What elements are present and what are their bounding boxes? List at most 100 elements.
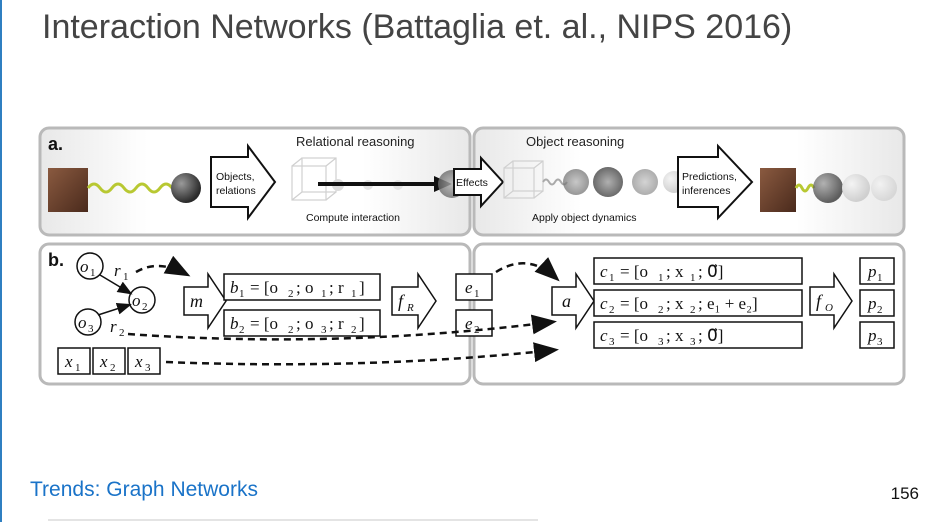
external-x3: x 3 [127, 347, 161, 375]
effects-label: Effects [456, 177, 488, 189]
interaction-network-figure: a. Objects, relations Relational reasoni… [38, 124, 908, 392]
svg-text:r: r [114, 261, 121, 280]
dashed-arrow-externals-to-a [165, 342, 559, 366]
noise-ball-icon-4 [632, 169, 658, 195]
svg-text:x: x [64, 352, 73, 371]
svg-text:p: p [867, 262, 877, 281]
m-arrow [183, 271, 227, 331]
svg-text:o: o [132, 291, 141, 310]
svg-text:2: 2 [239, 324, 245, 336]
svg-text:2: 2 [351, 324, 357, 336]
svg-text:; x: ; x [666, 262, 684, 281]
svg-text:3: 3 [877, 336, 883, 348]
slide-title: Interaction Networks (Battaglia et. al.,… [42, 8, 793, 46]
svg-text:2: 2 [658, 304, 664, 316]
relation-r1-label: r 1 [114, 261, 129, 283]
node-o3: o 3 [74, 308, 102, 336]
prediction-p3: p 3 [859, 321, 895, 349]
relation-r2-label: r 2 [110, 317, 125, 339]
m-label: m [190, 291, 203, 311]
slide-left-edge [0, 0, 2, 522]
c2-row: c 2 = [o 2 ; x 2 ; e₁ + e₂] [593, 289, 803, 317]
svg-text:= [o: = [o [620, 262, 648, 281]
effects-arrow [453, 155, 505, 209]
external-x1: x 1 [57, 347, 91, 375]
panel-b-label: b. [48, 250, 64, 270]
svg-text:3: 3 [658, 336, 664, 348]
svg-text:; x: ; x [666, 326, 684, 345]
svg-text:= [o: = [o [620, 294, 648, 313]
objects-relations-arrow [210, 143, 277, 221]
svg-text:2: 2 [609, 304, 615, 316]
external-x2: x 2 [92, 347, 126, 375]
noise-ball-icon-3 [593, 167, 623, 197]
svg-text:; r: ; r [329, 314, 344, 333]
faint-ball-icon-3 [842, 174, 870, 202]
svg-text:1: 1 [239, 288, 245, 300]
cube-icon [48, 168, 88, 212]
effect-e2: e 2 [455, 309, 493, 337]
svg-text:; 0⃗]: ; 0⃗] [698, 326, 723, 345]
relations-label: relations [216, 185, 256, 197]
svg-text:o: o [80, 257, 89, 276]
fO-label: f [816, 291, 824, 311]
svg-text:1: 1 [321, 288, 327, 300]
fR-arrow [391, 271, 437, 331]
object-reasoning-title: Object reasoning [526, 134, 624, 149]
fR-label: f [398, 291, 406, 311]
b2-row: b 2 = [o 2 ; o 3 ; r 2 ] [223, 309, 381, 337]
predictions-label: Predictions, [682, 171, 737, 183]
svg-text:1: 1 [351, 288, 357, 300]
objects-label: Objects, [216, 171, 255, 183]
node-o2: o 2 [128, 286, 156, 314]
faint-cube-icon-2 [503, 160, 544, 199]
inferences-label: inferences [682, 185, 730, 197]
spring-icon-2 [794, 183, 816, 193]
noise-ball-icon-2 [563, 169, 589, 195]
c1-row: c 1 = [o 1 ; x 1 ; 0⃗] [593, 257, 803, 285]
node-o1: o 1 [76, 252, 104, 280]
svg-text:e: e [465, 278, 473, 297]
svg-text:1: 1 [123, 271, 129, 283]
svg-text:1: 1 [474, 288, 480, 300]
svg-text:; e₁ + e₂]: ; e₁ + e₂] [698, 294, 758, 313]
cube-icon-2 [760, 168, 796, 212]
dashed-arrow-effects-to-a [495, 257, 560, 282]
svg-text:p: p [867, 294, 877, 313]
a-arrow [551, 271, 595, 331]
svg-text:1: 1 [690, 272, 696, 284]
svg-text:; o: ; o [296, 278, 313, 297]
svg-text:; 0⃗]: ; 0⃗] [698, 262, 723, 281]
edge-r1 [99, 274, 133, 295]
svg-text:; x: ; x [666, 294, 684, 313]
svg-text:b: b [230, 314, 239, 333]
fR-subscript: R [406, 302, 414, 314]
prediction-p2: p 2 [859, 289, 895, 317]
faint-ball-icon-4 [871, 175, 897, 201]
svg-text:x: x [99, 352, 108, 371]
dashed-arrow-objects-to-a [127, 314, 557, 341]
ball-icon [171, 173, 201, 203]
svg-text:1: 1 [658, 272, 664, 284]
svg-text:c: c [600, 262, 608, 281]
relational-reasoning-title: Relational reasoning [296, 134, 415, 149]
svg-text:= [o: = [o [250, 278, 278, 297]
svg-text:2: 2 [119, 327, 125, 339]
effect-e1: e 1 [455, 273, 493, 301]
svg-text:e: e [465, 314, 473, 333]
svg-text:c: c [600, 326, 608, 345]
footer-topic-link[interactable]: Trends: Graph Networks [30, 478, 258, 501]
page-number: 156 [890, 484, 919, 503]
fO-subscript: O [825, 302, 833, 314]
svg-text:2: 2 [142, 301, 148, 313]
a-label: a [562, 291, 571, 311]
svg-text:c: c [600, 294, 608, 313]
svg-text:3: 3 [88, 323, 94, 335]
svg-text:p: p [867, 326, 877, 345]
svg-text:3: 3 [321, 324, 327, 336]
svg-text:o: o [78, 313, 87, 332]
b1-row: b 1 = [o 2 ; o 1 ; r 1 ] [223, 273, 381, 301]
svg-text:2: 2 [110, 362, 116, 374]
svg-text:2: 2 [288, 288, 294, 300]
svg-text:= [o: = [o [250, 314, 278, 333]
